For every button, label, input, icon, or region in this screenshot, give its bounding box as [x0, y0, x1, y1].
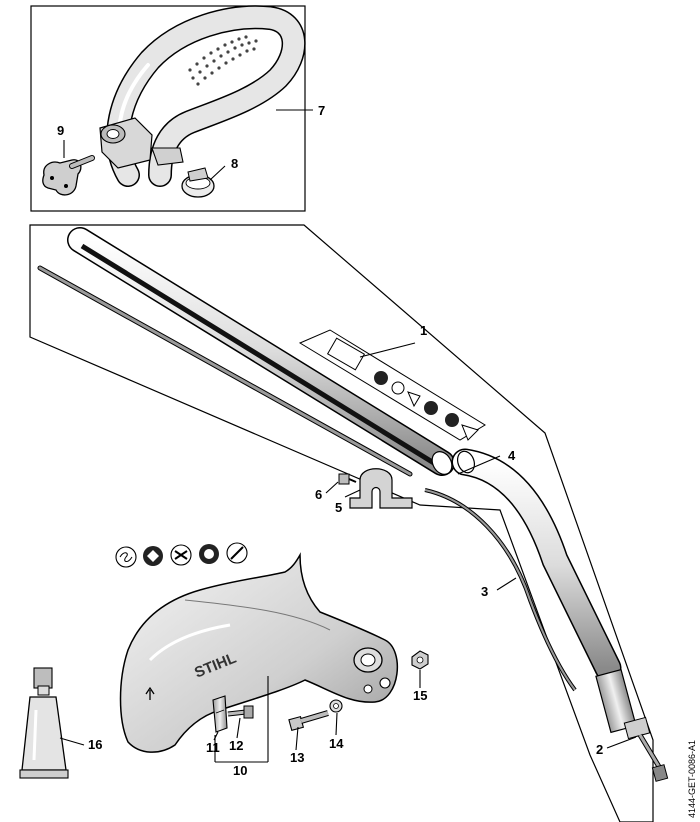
callout-10: 10: [233, 763, 247, 778]
loop-handle: [99, 5, 306, 187]
callout-12: 12: [229, 738, 243, 753]
safety-pictograms: [115, 542, 248, 568]
deflector-guard: STIHL: [119, 552, 399, 753]
drive-tube: [67, 227, 455, 476]
callout-8: 8: [231, 156, 238, 171]
pipe-clamp: [349, 468, 413, 509]
callout-1: 1: [420, 323, 427, 338]
tube-clamp: [181, 167, 215, 198]
callout-15: 15: [413, 688, 427, 703]
callout-5: 5: [335, 500, 342, 515]
washer: [329, 699, 343, 713]
callout-13: 13: [290, 750, 304, 765]
callout-11: 11: [206, 740, 220, 755]
pan-screw: [338, 473, 357, 485]
limiter-blade: [212, 695, 228, 733]
hex-bolt: [288, 710, 329, 732]
callout-9: 9: [57, 123, 64, 138]
callout-4: 4: [508, 448, 516, 463]
drive-tube-assembly-frame: [29, 224, 654, 822]
loop-handle-frame: [30, 5, 306, 212]
callout-14: 14: [329, 736, 344, 751]
drive-shaft: [37, 265, 577, 692]
callout-3: 3: [481, 584, 488, 599]
wing-screw: [42, 155, 95, 196]
bent-tube: [451, 448, 622, 682]
callout-6: 6: [315, 487, 322, 502]
grease-tube: [19, 667, 69, 779]
warning-label: [298, 329, 486, 441]
limiter-screw: [227, 705, 254, 719]
grip-texture: [188, 35, 258, 86]
hex-nut: [411, 650, 429, 670]
callout-16: 16: [88, 737, 102, 752]
callout-7: 7: [318, 103, 325, 118]
drive-coupling: [595, 668, 669, 782]
document-code: 4144-GET-0086-A1: [687, 740, 697, 818]
callout-2: 2: [596, 742, 603, 757]
